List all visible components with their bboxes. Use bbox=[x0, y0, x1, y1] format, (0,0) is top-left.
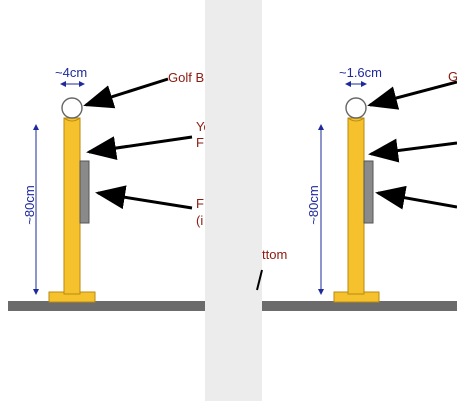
right-ball-seat bbox=[347, 117, 365, 122]
left-ball-seat bbox=[63, 117, 81, 122]
right-golf-callout-arrow bbox=[367, 80, 457, 110]
left-side-plate bbox=[79, 160, 90, 224]
right-plate-callout-arrow bbox=[375, 185, 457, 210]
left-plate-callout-line1: F bbox=[196, 196, 204, 211]
left-plate-callout-line2: (i bbox=[196, 213, 204, 228]
left-golf-callout-label: Golf B bbox=[168, 70, 205, 85]
right-ground-line bbox=[262, 301, 457, 311]
left-pole-callout-line1: Yo bbox=[196, 119, 205, 134]
left-golf-ball bbox=[61, 97, 83, 119]
left-width-label: ~4cm bbox=[55, 65, 88, 80]
right-golf-callout-label: G bbox=[448, 69, 457, 84]
gap-fragment-arrow bbox=[256, 269, 263, 291]
left-plate-callout-arrow bbox=[95, 185, 193, 210]
center-gap bbox=[205, 0, 262, 401]
left-golf-callout-arrow bbox=[83, 77, 169, 109]
right-width-label: ~1.6cm bbox=[339, 65, 382, 80]
left-ground-line bbox=[8, 301, 205, 311]
left-label-layer: ~4cm ~80cm Golf B Yo F F (i bbox=[0, 0, 205, 401]
right-golf-ball bbox=[345, 97, 367, 119]
left-diagram bbox=[8, 77, 205, 311]
right-height-label: ~80cm bbox=[306, 185, 321, 225]
right-pole-callout-arrow bbox=[368, 138, 457, 163]
left-height-label: ~80cm bbox=[22, 185, 37, 225]
gap-fragment-label: ttom bbox=[262, 247, 288, 262]
left-pole-callout-arrow bbox=[86, 135, 193, 160]
left-pole-callout-line2: F bbox=[196, 135, 204, 150]
right-diagram bbox=[262, 80, 457, 311]
right-pole bbox=[347, 117, 365, 295]
right-side-plate bbox=[363, 160, 374, 224]
